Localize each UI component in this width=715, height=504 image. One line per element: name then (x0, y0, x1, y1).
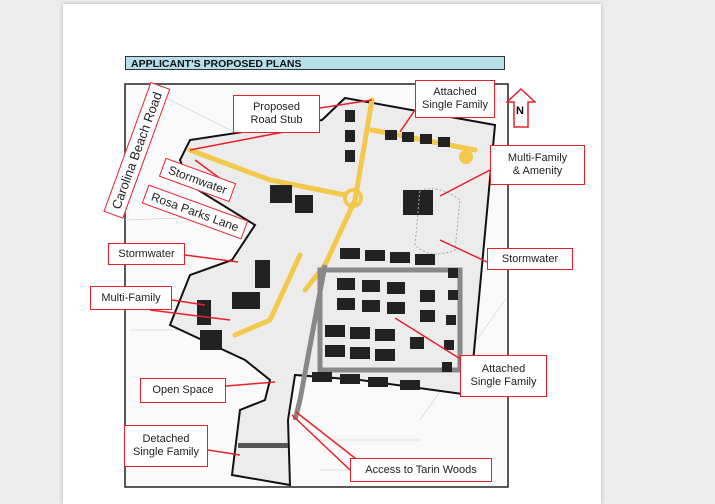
label-line: Proposed (252, 101, 301, 113)
label-line: Single Family (421, 99, 489, 111)
label-stormwater-right: Stormwater (487, 248, 573, 270)
label-multi-family: Multi-Family (90, 286, 172, 310)
label-line: Road Stub (250, 114, 303, 126)
building-footprints (197, 110, 458, 390)
label-line: Attached (433, 86, 477, 98)
label-line: Single Family (132, 446, 200, 458)
label-line: Detached (142, 433, 190, 445)
section-header: APPLICANT'S PROPOSED PLANS (125, 56, 505, 70)
label-multi-family-amenity: Multi-Family& Amenity (490, 145, 585, 185)
north-arrow: N (505, 87, 537, 128)
label-access-tarin-woods: Access to Tarin Woods (350, 458, 492, 482)
label-line: & Amenity (512, 165, 563, 177)
label-line: Multi-Family (507, 152, 568, 164)
north-arrow-icon (505, 87, 537, 128)
label-line: Attached (481, 363, 526, 375)
north-label: N (516, 105, 524, 117)
label-line: Single Family (470, 376, 537, 388)
label-stormwater-left: Stormwater (108, 243, 185, 265)
label-open-space: Open Space (140, 378, 226, 403)
